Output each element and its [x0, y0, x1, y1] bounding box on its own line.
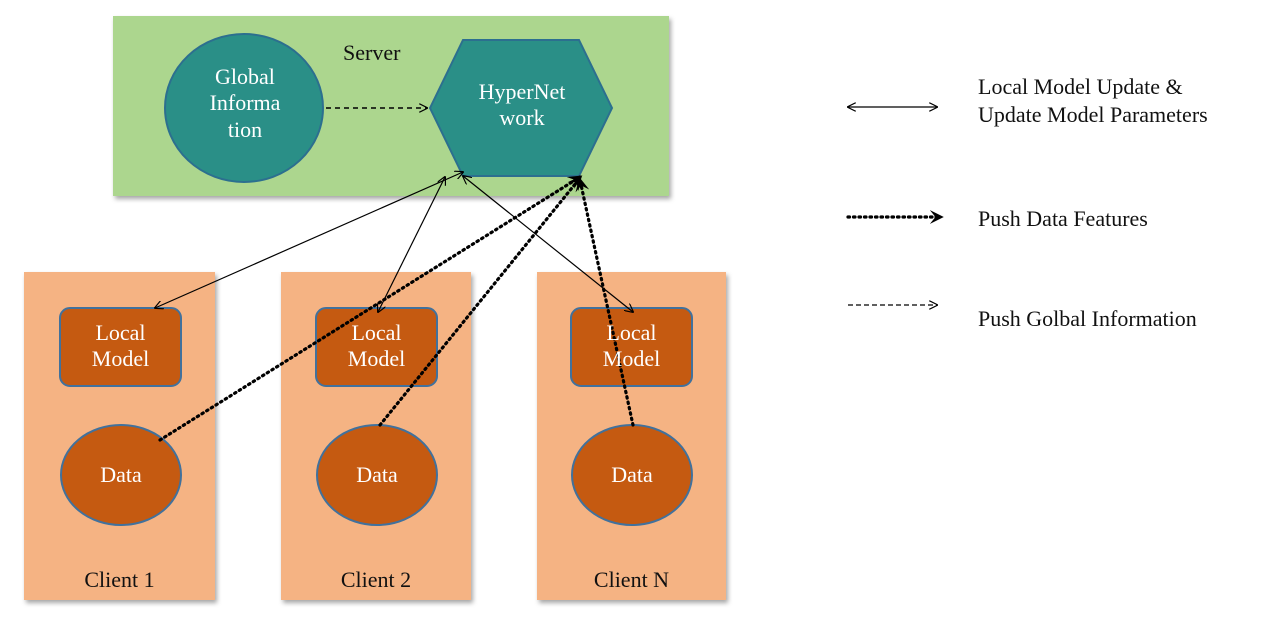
client-1-local-model — [59, 307, 182, 387]
global-information-label: Global Informa tion — [209, 64, 281, 142]
legend-push-features-label: Push Data Features — [978, 206, 1148, 231]
push-features-arrow-client-2 — [378, 175, 582, 427]
client-2-data — [316, 424, 438, 526]
client-1-local-model-label: Local Model — [91, 320, 150, 372]
client-2-data-label: Data — [356, 462, 398, 487]
legend-update-label: Local Model Update & Update Model Parame… — [978, 74, 1208, 127]
legend-push-global-label: Push Golbal Information — [978, 306, 1197, 331]
hypernetwork-label: HyperNet work — [478, 79, 566, 131]
update-arrow-client-2 — [378, 177, 445, 312]
client-n-local-model-label: Local Model — [602, 320, 661, 372]
push-features-arrow-client-1 — [158, 175, 583, 442]
client-2-label: Client 2 — [340, 567, 412, 592]
client-1-data-label: Data — [100, 462, 142, 487]
push-features-arrow-client-n — [575, 177, 635, 427]
client-2-local-model-label: Local Model — [347, 320, 406, 372]
client-n-data-label: Data — [611, 462, 653, 487]
client-1-label: Client 1 — [84, 567, 155, 592]
server-label: Server — [343, 40, 401, 65]
client-1-data — [60, 424, 182, 526]
client-n-label: Client N — [593, 567, 670, 592]
